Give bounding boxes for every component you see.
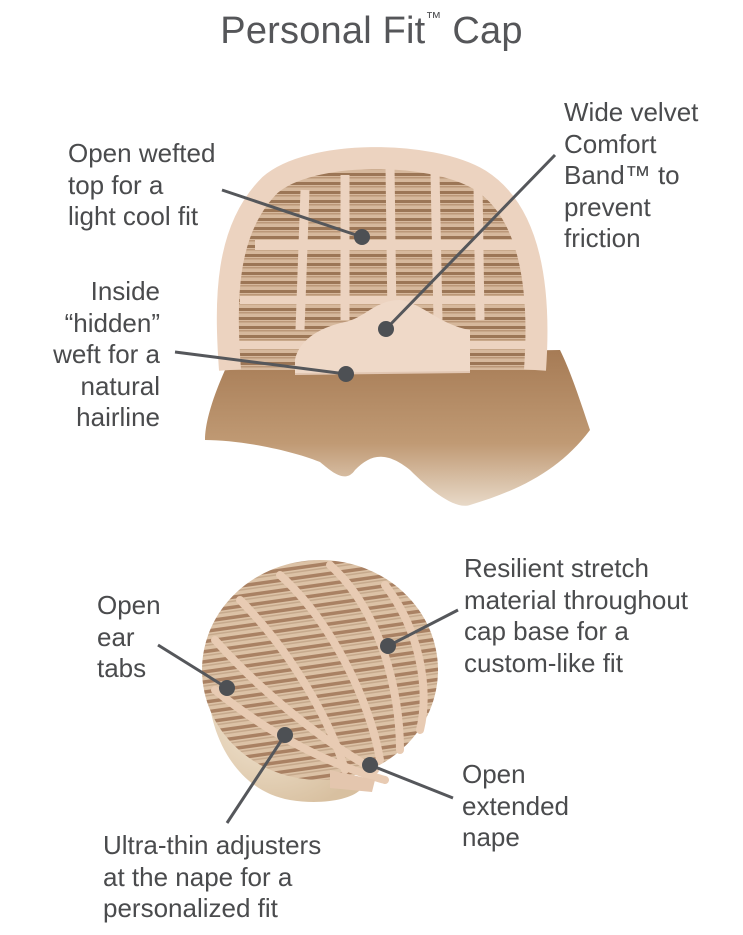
callout-ear-tabs: Open ear tabs [97,590,161,683]
trademark-symbol: ™ [425,10,442,27]
leader-line-nape-adjusters [225,734,287,824]
leader-line-comfort-band [384,153,557,331]
callout-open-wefted-top: Open wefted top for a light cool fit [68,138,216,231]
title-text: Personal Fit [220,10,426,52]
callout-nape-adjusters: Ultra-thin adjusters at the nape for a p… [103,830,322,923]
callout-dots [219,229,396,773]
title-suffix: Cap [441,10,523,52]
dot-hidden-weft [338,366,354,382]
dot-extended-nape [362,757,378,773]
leader-line-stretch-material [387,608,459,648]
dot-comfort-band [378,321,394,337]
page-title: Personal Fit™ Cap [0,10,743,53]
front-cap-illustration [205,147,590,506]
leader-lines [157,153,557,824]
callout-hidden-weft: Inside “hidden” weft for a natural hairl… [53,276,160,432]
leader-line-extended-nape [369,763,454,800]
dot-nape-adjusters [277,727,293,743]
leader-line-open-wefted-top [221,188,363,239]
callout-comfort-band: Wide velvet Comfort Band™ to prevent fri… [564,97,699,253]
rear-cap-illustration [202,560,438,802]
dot-stretch-material [380,638,396,654]
leader-line-ear-tabs [157,643,228,690]
callout-stretch-material: Resilient stretch material throughout ca… [464,553,689,678]
leader-line-hidden-weft [174,350,347,376]
dot-ear-tabs [219,680,235,696]
dot-open-wefted-top [354,229,370,245]
callout-extended-nape: Open extended nape [462,759,569,852]
